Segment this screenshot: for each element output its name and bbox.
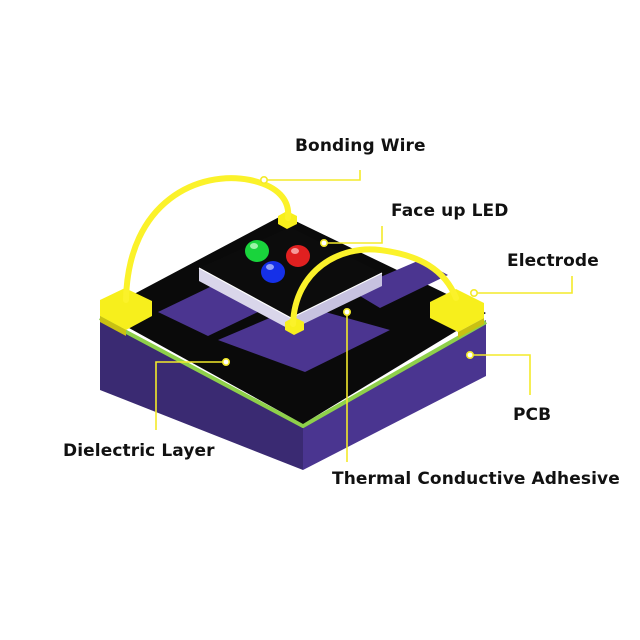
- label-electrode: Electrode: [507, 251, 599, 271]
- bonding-wire-right: [290, 246, 459, 327]
- dielectric-layer-edge: [99, 316, 487, 428]
- pcb-right-face: [303, 320, 486, 470]
- electrode-left: [100, 288, 152, 336]
- label-thermal-conductive-adhesive: Thermal Conductive Adhesive: [332, 469, 620, 489]
- electrode-right: [430, 289, 484, 338]
- label-face-up-led: Face up LED: [391, 201, 509, 221]
- label-bonding-wire: Bonding Wire: [295, 136, 426, 156]
- pcb-left-face: [100, 316, 303, 470]
- leader-bonding-wire: [264, 170, 361, 181]
- leader-dielectric: [155, 361, 226, 430]
- copper-pad-right: [350, 260, 448, 308]
- red-led-dome-icon: [286, 245, 310, 267]
- led-chip: [198, 227, 383, 330]
- label-pcb: PCB: [513, 405, 552, 425]
- leader-face-up-led: [324, 226, 383, 244]
- leader-electrode: [474, 276, 573, 294]
- label-dielectric-layer: Dielectric Layer: [63, 441, 215, 461]
- blue-led-dome-icon: [261, 261, 285, 283]
- leader-pcb: [470, 354, 531, 395]
- green-led-dome-icon: [245, 240, 269, 262]
- leader-dots: [222, 176, 478, 366]
- bonding-wire-left: [123, 175, 292, 303]
- leader-lines: [155, 170, 573, 462]
